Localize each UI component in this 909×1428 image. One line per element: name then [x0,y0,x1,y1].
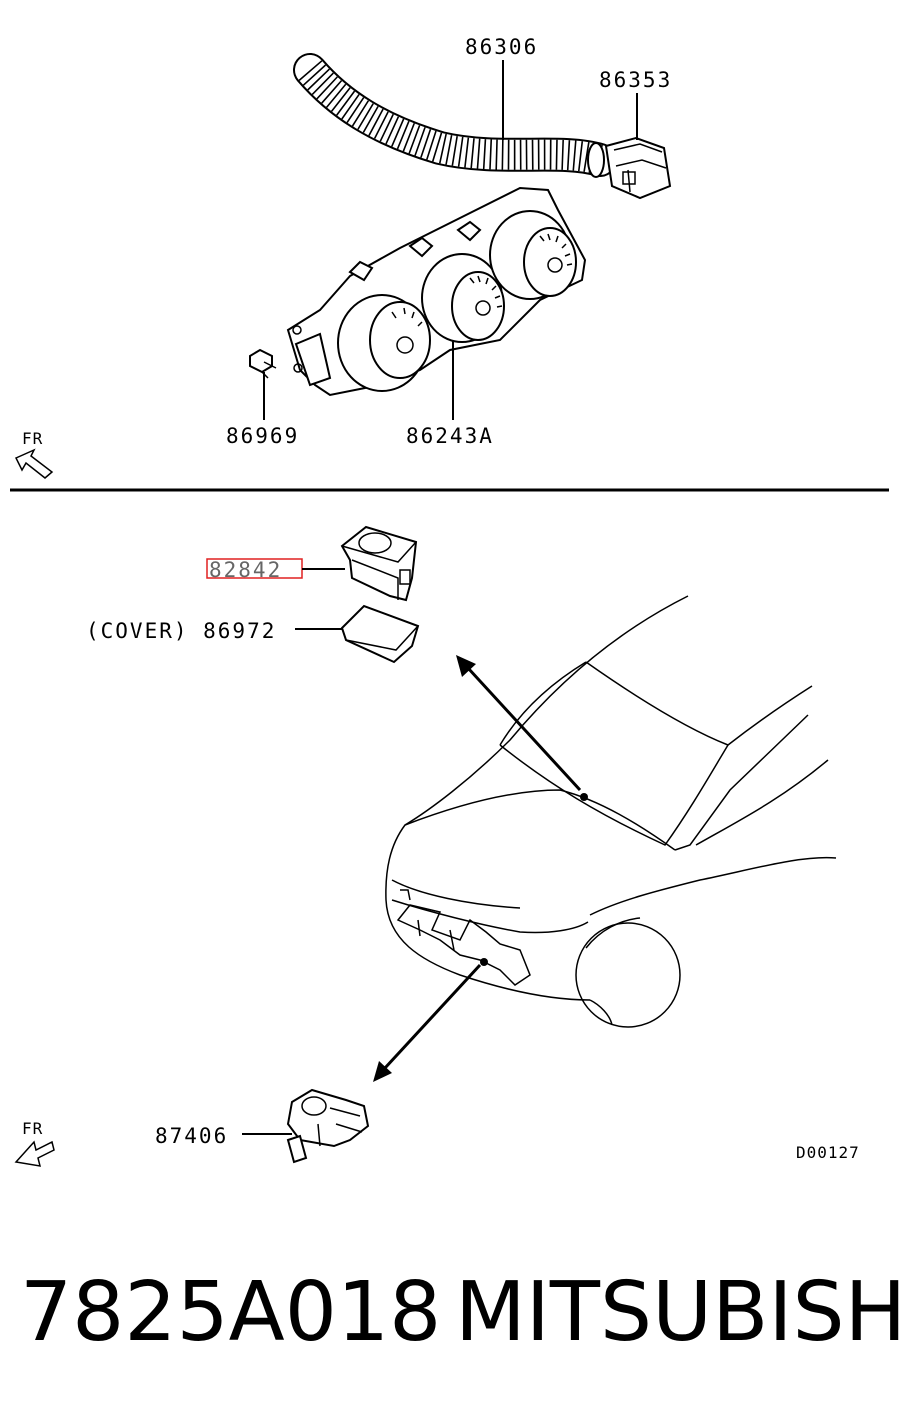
aspirator-hose [293,53,617,178]
label-cover: (COVER) 86972 [86,619,276,643]
label-sensor: 82842 [209,558,282,582]
sunlight-sensor [340,525,418,602]
diagram-code: D00127 [796,1143,860,1162]
label-connector: 86353 [599,68,672,92]
fr-label-bottom: FR [22,1119,43,1138]
pointer-arrow-lower [373,958,488,1082]
label-hose: 86306 [465,35,538,59]
pointer-arrow-upper [456,655,588,801]
ambient-temperature-sensor [286,1088,370,1164]
sensor-cover [340,604,420,664]
front-arrow-icon [14,1140,55,1167]
hose-connector [604,136,672,200]
part-number: 7825A018 [20,1265,441,1360]
label-ambient-sensor: 87406 [155,1124,228,1148]
fr-label-top: FR [22,429,43,448]
heater-control-unit [286,186,587,397]
vehicle-outline [385,595,837,1028]
label-screw: 86969 [226,424,299,448]
brand-name: MITSUBISHI [455,1265,909,1360]
front-arrow-icon [14,448,54,479]
label-control-unit: 86243A [406,424,494,448]
